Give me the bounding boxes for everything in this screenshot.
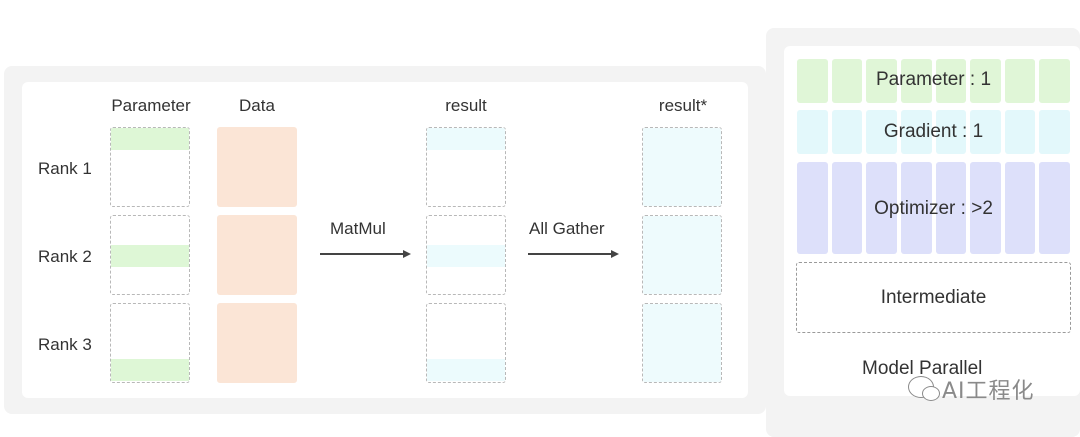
parameter-shard-highlight — [111, 359, 189, 381]
gradient-cell — [900, 110, 932, 154]
parameter-cell — [935, 59, 967, 103]
optimizer-cell — [900, 162, 932, 254]
gradient-cell — [797, 110, 828, 154]
data-block-rank-2 — [217, 215, 297, 295]
parameter-shard-rank-3 — [110, 303, 190, 383]
parameter-cell — [866, 59, 897, 103]
parameter-cell — [1039, 59, 1070, 103]
all-gather-arrow-head — [611, 250, 619, 258]
gathered-result-fill — [643, 304, 721, 382]
parameter-shard-rank-2 — [110, 215, 190, 295]
parameter-cell — [797, 59, 828, 103]
rank-2-label: Rank 2 — [38, 247, 92, 266]
optimizer-cell — [935, 162, 967, 254]
gradient-cell — [866, 110, 897, 154]
gradient-cell — [1004, 110, 1036, 154]
result-star-column-label: result* — [658, 96, 708, 115]
result-shard-highlight — [427, 245, 505, 267]
optimizer-cell — [1039, 162, 1070, 254]
parameter-cell — [831, 59, 863, 103]
parameter-cell — [900, 59, 932, 103]
gathered-result-rank-3 — [642, 303, 722, 383]
rank-1-label: Rank 1 — [38, 159, 92, 178]
matmul-arrow — [320, 253, 404, 255]
result-shard-rank-2 — [426, 215, 506, 295]
all-gather-arrow — [528, 253, 612, 255]
gathered-result-fill — [643, 216, 721, 294]
optimizer-memory-row — [797, 162, 1070, 254]
matmul-arrow-head — [403, 250, 411, 258]
result-column-label: result — [445, 96, 487, 115]
gradient-cell — [935, 110, 967, 154]
watermark-text: AI工程化 — [942, 379, 1035, 404]
result-shard-rank-1 — [426, 127, 506, 207]
gradient-row-label: Gradient : 1 — [883, 121, 984, 142]
rank-3-label: Rank 3 — [38, 335, 92, 354]
optimizer-cell — [797, 162, 828, 254]
result-shard-highlight — [427, 359, 505, 381]
parameter-shard-highlight — [111, 128, 189, 150]
parameter-cell — [970, 59, 1001, 103]
gathered-result-fill — [643, 128, 721, 206]
wechat-icon-small — [922, 386, 940, 401]
gradient-memory-row — [797, 110, 1070, 154]
parameter-shard-rank-1 — [110, 127, 190, 207]
intermediate-label: Intermediate — [880, 287, 987, 308]
result-shard-rank-3 — [426, 303, 506, 383]
parameter-row-label: Parameter : 1 — [875, 69, 992, 90]
gathered-result-rank-1 — [642, 127, 722, 207]
parameter-cell — [1004, 59, 1036, 103]
gradient-cell — [1039, 110, 1070, 154]
parameter-shard-highlight — [111, 245, 189, 267]
optimizer-cell — [1004, 162, 1036, 254]
intermediate-memory-box — [796, 262, 1071, 333]
optimizer-cell — [831, 162, 863, 254]
gradient-cell — [970, 110, 1001, 154]
optimizer-cell — [866, 162, 897, 254]
gathered-result-rank-2 — [642, 215, 722, 295]
optimizer-cell — [970, 162, 1001, 254]
all-gather-label: All Gather — [529, 219, 605, 238]
model-parallel-label: Model Parallel — [862, 358, 983, 379]
parameter-column-label: Parameter — [111, 96, 191, 115]
optimizer-row-label: Optimizer : >2 — [874, 198, 993, 219]
matmul-label: MatMul — [330, 219, 386, 238]
data-column-label: Data — [239, 96, 275, 115]
data-block-rank-1 — [217, 127, 297, 207]
gradient-cell — [831, 110, 863, 154]
parameter-memory-row — [797, 59, 1070, 103]
data-block-rank-3 — [217, 303, 297, 383]
result-shard-highlight — [427, 128, 505, 150]
